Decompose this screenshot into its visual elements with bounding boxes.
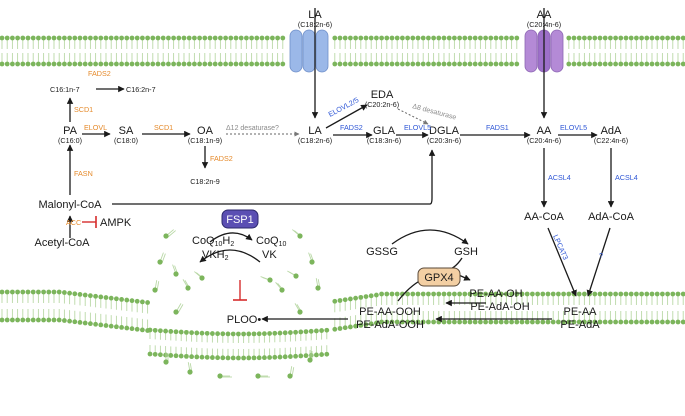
- gssg-label: GSSG: [366, 246, 398, 258]
- enzyme-fads2-oa: FADS2: [210, 154, 233, 163]
- aa-label: AA: [537, 125, 552, 137]
- oa-label: OA: [197, 125, 214, 137]
- node-labels: LA (C18:2n-6) AA (C20:4n-6) C16:1n-7 C16…: [34, 9, 634, 331]
- enzyme-elovl: ELOVL: [84, 123, 107, 132]
- gla-label: GLA: [373, 125, 396, 137]
- pe-aa-oh-label: PE-AA-OH: [469, 288, 522, 300]
- aa-top-sub: (C20:4n-6): [527, 20, 561, 29]
- pathway-arrows: [66, 8, 615, 323]
- eda-sub: (C20:2n-6): [365, 100, 399, 109]
- pe-ada-ooh-label: PE-AdA-OOH: [356, 319, 424, 331]
- dgla-label: DGLA: [429, 125, 460, 137]
- c18-2n9-label: C18:2n-9: [190, 177, 220, 186]
- eda-label: EDA: [371, 89, 394, 101]
- pe-ada-oh-label: PE-AdA-OH: [470, 301, 529, 313]
- arrow-fsp1-reduce: [209, 232, 253, 243]
- gla-sub: (C18:3n-6): [367, 136, 401, 145]
- arrow-malonyl-elovl5: [112, 149, 436, 205]
- enzyme-d12-desaturase: Δ12 desaturase?: [226, 125, 279, 132]
- enzyme-elovl5-aa: ELOVL5: [560, 123, 587, 132]
- arrow-eda-dgla-dashed: [397, 108, 429, 125]
- oa-sub: (C18:1n-9): [188, 136, 222, 145]
- c16-1-label: C16:1n-7: [50, 85, 80, 94]
- coq10-label: CoQ10: [256, 235, 287, 248]
- arrow-adacoa-peaa: [586, 227, 611, 297]
- arrow-vk-coq-cycle: [199, 249, 261, 263]
- la-top-sub: (C18:2n-6): [298, 20, 332, 29]
- enzyme-elovl5: ELOVL5: [404, 123, 431, 132]
- fsp1-label: FSP1: [226, 214, 254, 226]
- malonyl-coa-label: Malonyl-CoA: [39, 199, 103, 211]
- enzyme-fads1: FADS1: [486, 123, 509, 132]
- ada-sub: (C22:4n-6): [594, 136, 628, 145]
- la-transporter-channel: [289, 29, 329, 73]
- aa-top-label: AA: [537, 9, 552, 21]
- acetyl-coa-label: Acetyl-CoA: [34, 237, 90, 249]
- enzyme-fads2-la: FADS2: [340, 123, 363, 132]
- vk-label: VK: [262, 249, 277, 261]
- dgla-sub: (C20:3n-6): [427, 136, 461, 145]
- bottom-cell-membrane: [0, 289, 685, 361]
- pe-ada-label: PE-AdA: [560, 319, 600, 331]
- enzyme-d8-desaturase: Δ8 desaturase: [411, 103, 457, 121]
- arrow-aacoa-peaa: [547, 227, 577, 297]
- enzyme-fads2-top: FADS2: [88, 69, 111, 78]
- top-cell-membrane: [0, 35, 685, 67]
- enzyme-acsl4-b: ACSL4: [615, 173, 638, 182]
- pa-sub: (C16:0): [58, 136, 82, 145]
- sa-label: SA: [119, 125, 134, 137]
- ploo-label: PLOO•: [227, 314, 262, 326]
- enzyme-unknown: ?: [599, 251, 603, 260]
- arrow-la-eda: [325, 104, 368, 129]
- enzyme-lpcat3: LPCAT3: [551, 233, 570, 261]
- la-label: LA: [308, 125, 322, 137]
- enzyme-elovl2-5: ELOVL2/5: [327, 95, 361, 119]
- pe-aa-ooh-label: PE-AA-OOH: [359, 306, 421, 318]
- enzyme-labels: FADS2 SCD1 ELOVL SCD1 Δ12 desaturase? FA…: [66, 69, 638, 261]
- vkh2-label: VKH2: [202, 249, 229, 262]
- enzyme-scd1-up: SCD1: [74, 105, 93, 114]
- pe-aa-label: PE-AA: [563, 306, 597, 318]
- c16-2-label: C16:2n-7: [126, 85, 156, 94]
- pa-label: PA: [63, 125, 78, 137]
- gsh-label: GSH: [454, 246, 478, 258]
- ampk-label: AMPK: [100, 217, 132, 229]
- arrow-gssg-gsh: [391, 229, 469, 245]
- ada-label: AdA: [601, 125, 622, 137]
- aa-sub: (C20:4n-6): [527, 136, 561, 145]
- la-sub: (C18:2n-6): [298, 136, 332, 145]
- gpx4-label: GPX4: [424, 272, 453, 284]
- aa-coa-label: AA-CoA: [524, 211, 564, 223]
- enzyme-scd1: SCD1: [154, 123, 173, 132]
- enzyme-fasn: FASN: [74, 169, 93, 178]
- enzyme-acc: ACC: [66, 218, 81, 227]
- sa-sub: (C18:0): [114, 136, 138, 145]
- enzyme-acsl4-a: ACSL4: [548, 173, 571, 182]
- fsp1-badge: FSP1: [221, 209, 259, 229]
- gpx4-badge: GPX4: [417, 267, 461, 287]
- la-top-label: LA: [308, 9, 322, 21]
- coq10h2-label: CoQ10H2: [192, 235, 234, 248]
- ada-coa-label: AdA-CoA: [588, 211, 635, 223]
- lipid-micelle-cluster: [152, 229, 321, 379]
